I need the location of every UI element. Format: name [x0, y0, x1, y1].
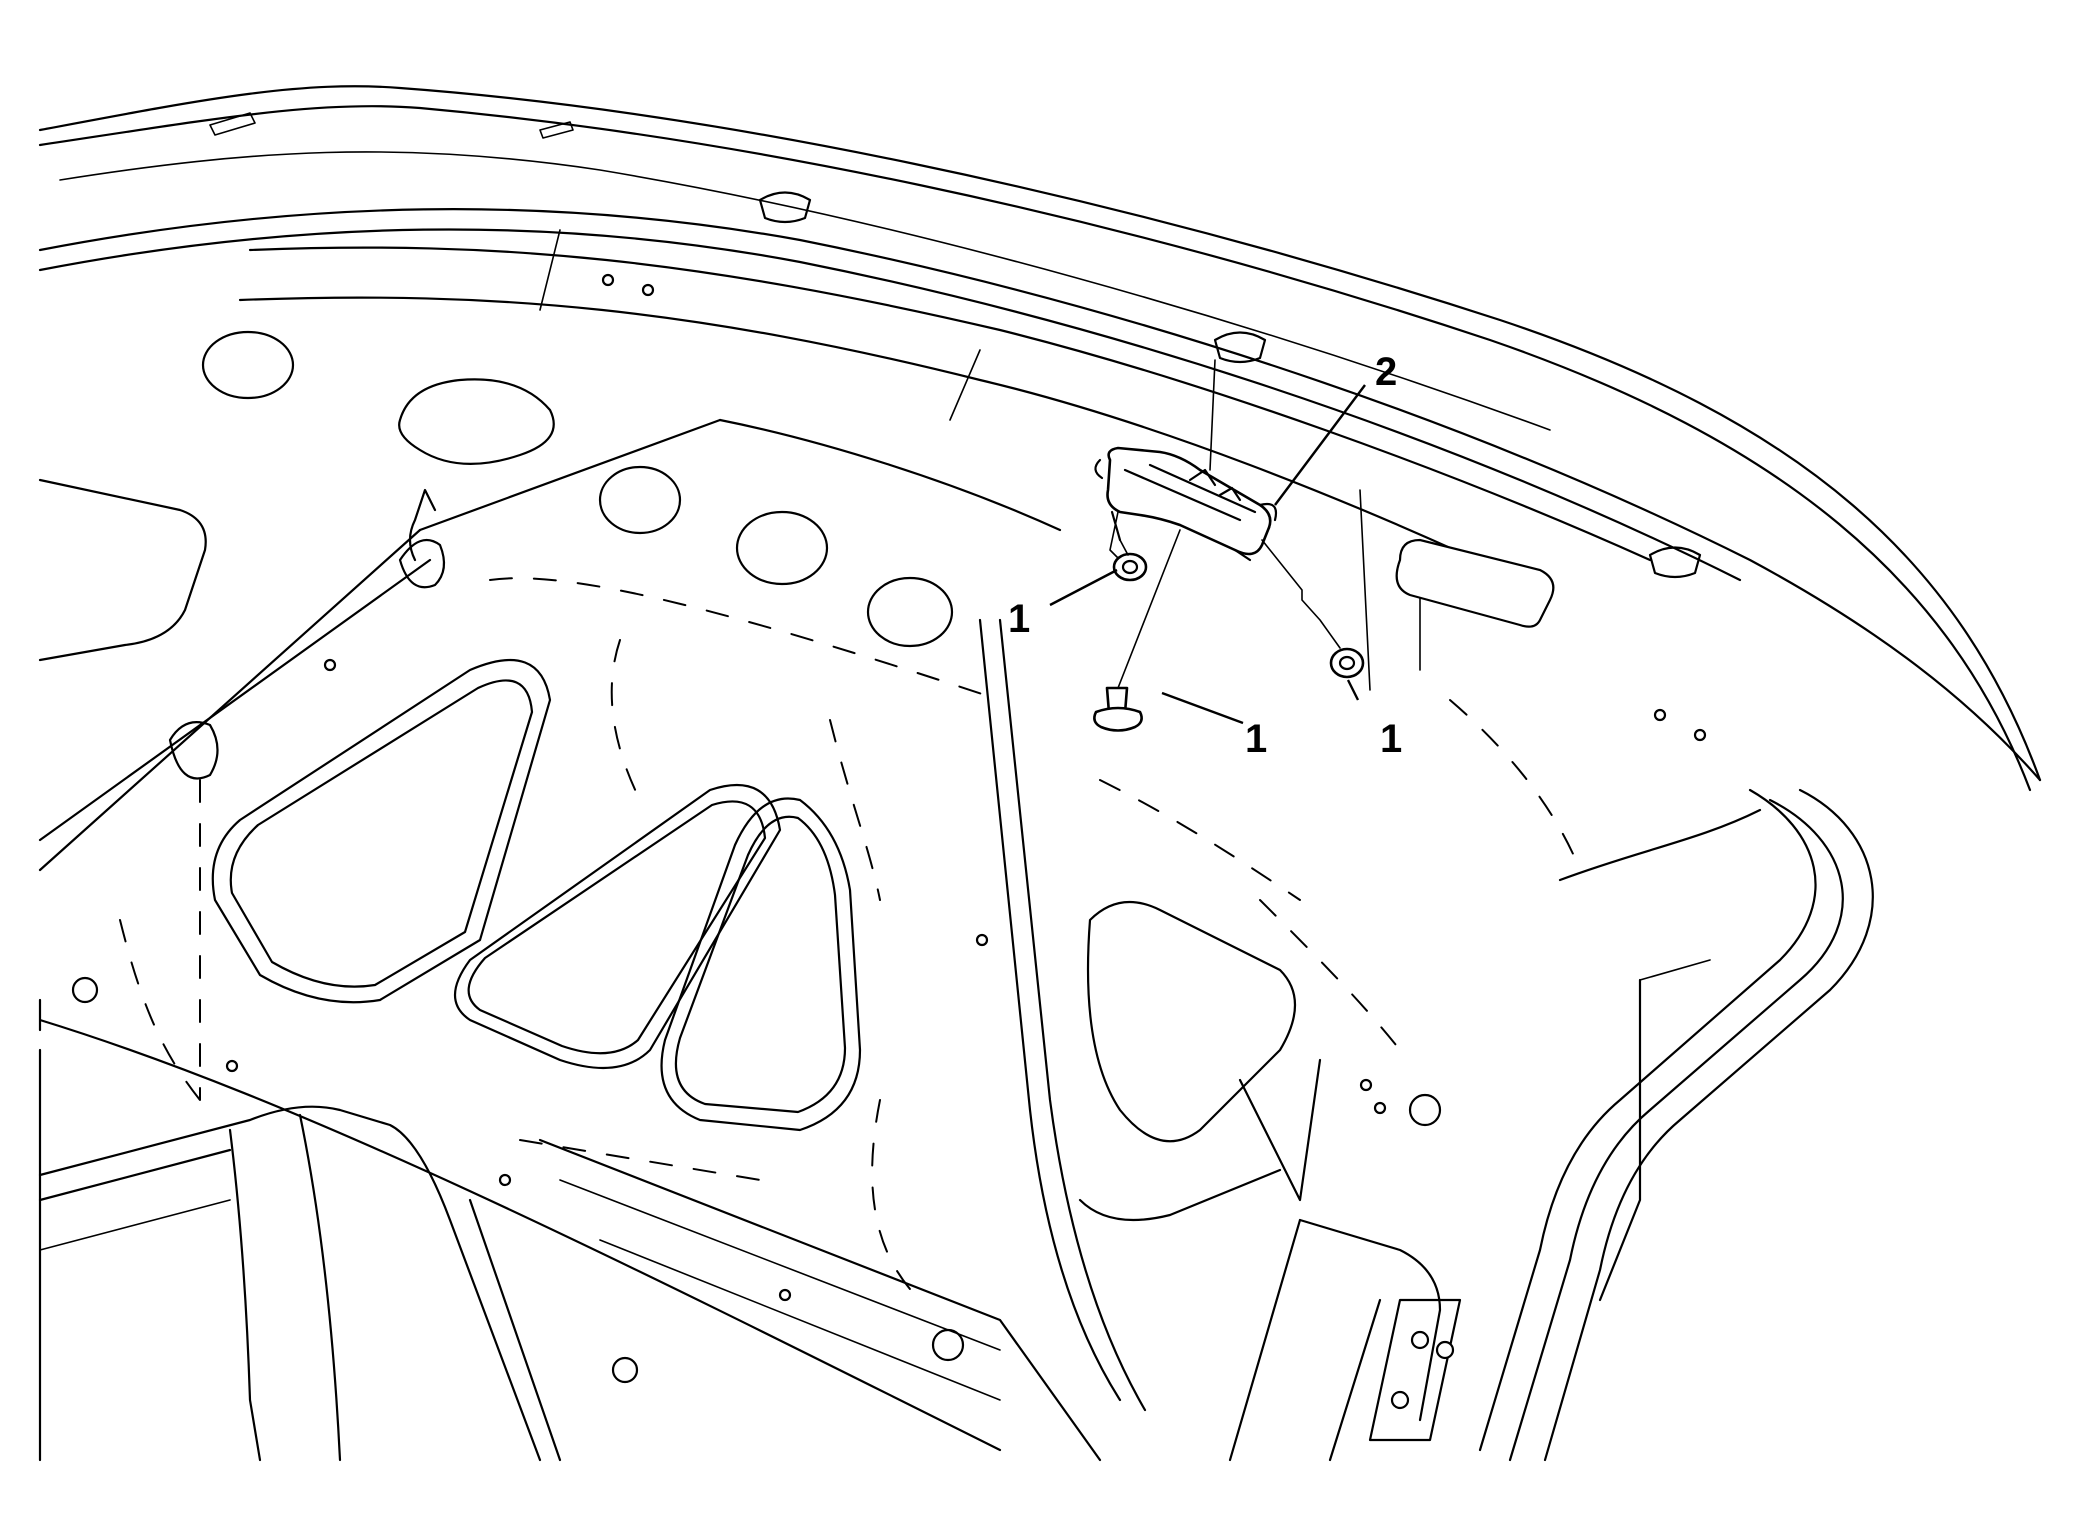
assembly-lines — [1109, 359, 1341, 689]
latch-assembly — [1094, 446, 1278, 562]
top-slots — [209, 112, 1702, 579]
panel-holes — [71, 330, 1442, 1384]
lid-outer-edge — [38, 85, 2042, 792]
panel-dots — [225, 658, 1387, 1302]
fastener-bolt — [1093, 686, 1143, 732]
right-structure — [1078, 788, 1874, 1462]
fastener-nut-left — [1112, 539, 1148, 582]
lower-left-pad — [38, 1048, 1102, 1462]
callout-1-left: 1 — [1008, 597, 1030, 641]
callout-1-right: 1 — [1380, 717, 1402, 761]
leader-lines — [1049, 384, 1366, 725]
callout-1-center: 1 — [1245, 717, 1267, 761]
inner-panel-frame — [38, 418, 1147, 1452]
callout-2: 2 — [1375, 350, 1397, 394]
upper-channel — [238, 229, 1707, 742]
hidden-lines — [119, 577, 1581, 1301]
left-pocket — [38, 418, 722, 872]
triangle-cutouts — [211, 658, 1297, 1143]
fastener-nut-right — [1329, 647, 1365, 679]
